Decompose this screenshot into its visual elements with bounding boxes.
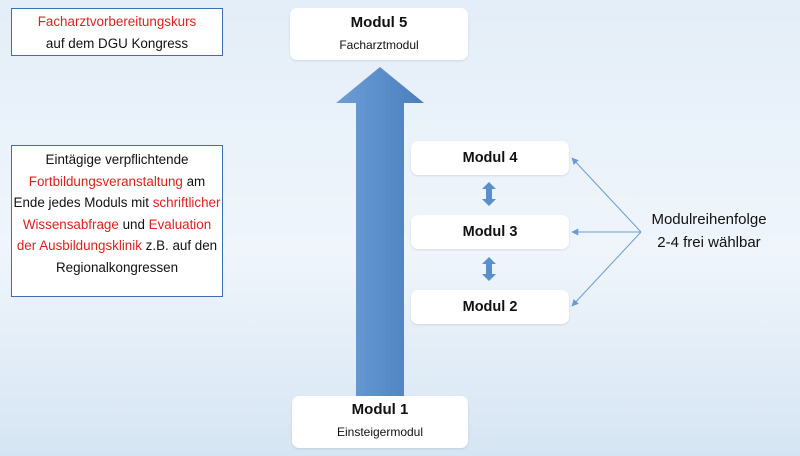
- modul-3-title: Modul 3: [462, 224, 518, 240]
- module-order-line1: Modulreihenfolge: [651, 211, 767, 228]
- note-text-4: z.B. auf den Regionalkongressen: [55, 238, 218, 275]
- note-text-1: Eintägige verpflichtende: [45, 152, 189, 167]
- modul-5-title: Modul 5: [350, 14, 408, 31]
- note-highlight-3: Evaluation der Ausbildungsklinik: [16, 216, 212, 254]
- modul-5-subtitle: Facharztmodul: [339, 38, 419, 52]
- modul-3-box: Modul 3: [411, 215, 569, 249]
- progression-arrow: [336, 67, 424, 401]
- modul-2-box: Modul 2: [411, 290, 569, 324]
- modul-4-title: Modul 4: [462, 150, 518, 166]
- dgu-course-note: Facharztvorbereitungskurs auf dem DGU Ko…: [11, 8, 223, 56]
- modul-2-title: Modul 2: [462, 299, 518, 315]
- modul-4-box: Modul 4: [411, 141, 569, 175]
- pointer-lines: [571, 157, 642, 307]
- training-event-note: Eintägige verpflichtende Fortbildungsver…: [11, 145, 223, 297]
- course-name: Facharztvorbereitungskurs: [37, 14, 197, 29]
- swap-arrow-4-3: [482, 182, 496, 206]
- module-order-line2: 2-4 frei wählbar: [657, 234, 761, 251]
- module-order-note: Modulreihenfolge 2-4 frei wählbar: [644, 208, 774, 254]
- note-text-3: und: [122, 216, 145, 232]
- swap-arrow-3-2: [482, 257, 496, 281]
- note-highlight-1: Fortbildungsveranstaltung: [28, 173, 183, 189]
- modul-1-subtitle: Einsteigermodul: [336, 425, 424, 439]
- modul-1-title: Modul 1: [351, 401, 409, 418]
- course-location: auf dem DGU Kongress: [45, 35, 189, 51]
- note-highlight-2: schriftlicher Wissensabfrage: [22, 195, 221, 232]
- modul-1-box: Modul 1 Einsteigermodul: [292, 396, 468, 448]
- note-text-2: am Ende jedes Moduls mit: [13, 173, 206, 211]
- modul-5-box: Modul 5 Facharztmodul: [290, 8, 468, 60]
